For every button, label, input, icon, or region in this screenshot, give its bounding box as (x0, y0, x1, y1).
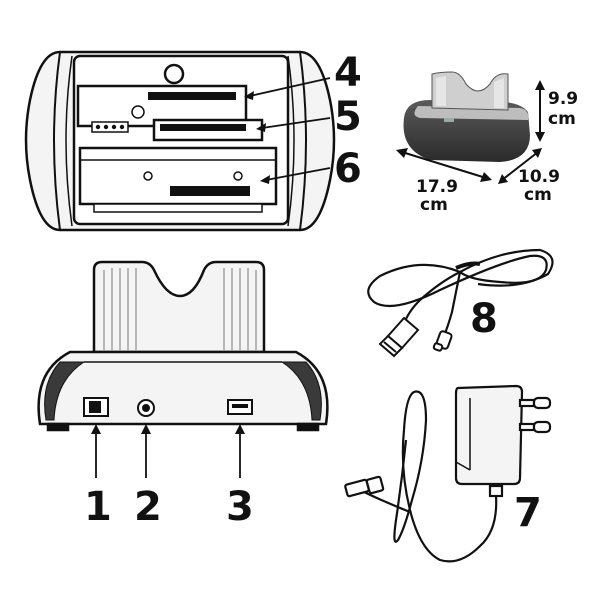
callout-6: 6 (334, 146, 362, 192)
usb-c-plug-icon (432, 330, 453, 352)
callout-7: 7 (514, 490, 542, 536)
height-value: 9.9 (548, 89, 578, 109)
dock-photo (403, 71, 530, 162)
leader-lines-front (91, 424, 245, 478)
top-view-right-wing (299, 51, 307, 231)
tower-ribs (103, 268, 257, 350)
callout-2: 2 (134, 484, 162, 530)
depth-value: 10.9 (518, 167, 560, 187)
height-unit: cm (548, 109, 576, 129)
width-unit: cm (420, 195, 448, 215)
usb-cable (367, 248, 554, 337)
leader-lines-top (244, 77, 331, 184)
power-adapter (344, 384, 552, 563)
dock-front-view (37, 260, 329, 432)
dimension-arrows (396, 80, 545, 184)
adapter-cord (393, 390, 498, 563)
sata-connector-icon (170, 186, 250, 196)
adapter-body (454, 384, 524, 486)
callout-8: 8 (470, 296, 498, 342)
usb-a-port-icon[interactable] (227, 399, 253, 415)
mount-hole-icon (163, 63, 185, 85)
dc-jack-icon[interactable] (137, 399, 155, 417)
rocker-switch-icon[interactable] (83, 397, 109, 417)
top-view-left-wing (53, 51, 61, 231)
wall-plug-icon (518, 396, 552, 434)
ide-connector-icon (148, 92, 236, 100)
callout-3: 3 (226, 484, 254, 530)
dock-top-view (24, 50, 336, 232)
width-value: 17.9 (416, 177, 458, 197)
callout-4: 4 (334, 50, 362, 96)
screw-icon (143, 171, 153, 181)
usb-plug-icon (378, 316, 420, 358)
ide-small-connector-icon (160, 124, 246, 131)
molex-connector-icon (91, 121, 129, 133)
dock-photo-tower (431, 71, 509, 111)
front-base (37, 350, 329, 426)
screw-icon (233, 171, 243, 181)
depth-unit: cm (524, 185, 552, 205)
dc-plug-icon (344, 475, 385, 498)
callout-1: 1 (84, 484, 112, 530)
callout-5: 5 (334, 94, 362, 140)
